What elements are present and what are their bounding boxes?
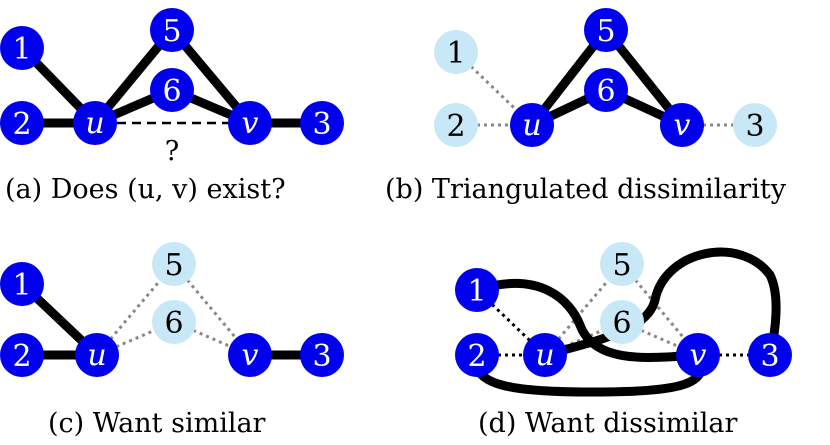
svg-text:3: 3 (312, 107, 331, 142)
svg-text:v: v (690, 338, 707, 373)
node-3: 3 (748, 333, 792, 377)
svg-text:u: u (87, 338, 106, 373)
svg-text:v: v (674, 108, 691, 143)
node-5: 5 (150, 8, 194, 52)
node-v: v (660, 103, 704, 147)
node-6: 6 (600, 300, 644, 344)
node-6: 6 (584, 68, 628, 112)
node-5: 5 (584, 8, 628, 52)
svg-text:u: u (85, 106, 104, 141)
node-1: 1 (0, 262, 44, 306)
svg-text:3: 3 (312, 339, 331, 374)
svg-text:1: 1 (446, 36, 465, 71)
node-2: 2 (434, 103, 478, 147)
svg-text:1: 1 (12, 268, 31, 303)
node-u: u (75, 333, 119, 377)
svg-text:5: 5 (162, 14, 181, 49)
svg-text:3: 3 (745, 109, 764, 144)
node-u: u (73, 101, 117, 145)
svg-text:5: 5 (164, 248, 183, 283)
caption-b: (b) Triangulated dissimilarity (385, 174, 787, 205)
svg-text:2: 2 (467, 339, 486, 374)
node-5: 5 (152, 242, 196, 286)
svg-text:6: 6 (612, 306, 631, 341)
caption-a: (a) Does (u, v) exist? (5, 174, 286, 205)
svg-text:2: 2 (446, 109, 465, 144)
node-5: 5 (600, 242, 644, 286)
panel-c: 1 2 5 6 u v 3 (c) Want similar (0, 242, 344, 439)
caption-c: (c) Want similar (48, 408, 266, 439)
svg-text:2: 2 (12, 107, 31, 142)
node-3: 3 (300, 333, 344, 377)
node-2: 2 (455, 333, 499, 377)
question-mark: ? (165, 136, 179, 167)
node-3: 3 (300, 101, 344, 145)
panel-b: 1 2 5 6 u v 3 (b) Triangulated dissimila… (385, 8, 787, 205)
svg-text:1: 1 (12, 32, 31, 67)
node-u: u (510, 103, 554, 147)
node-1: 1 (455, 268, 499, 312)
svg-text:6: 6 (596, 74, 615, 109)
curve-1-v (475, 279, 699, 362)
svg-text:1: 1 (467, 274, 486, 309)
caption-d: (d) Want dissimilar (478, 408, 737, 439)
svg-text:6: 6 (162, 74, 181, 109)
node-v: v (228, 101, 272, 145)
svg-text:6: 6 (164, 306, 183, 341)
svg-text:5: 5 (612, 248, 631, 283)
svg-text:u: u (522, 108, 541, 143)
node-6: 6 (150, 68, 194, 112)
node-v: v (676, 333, 720, 377)
svg-text:v: v (242, 338, 259, 373)
node-1: 1 (0, 26, 44, 70)
panel-a: ? 1 2 5 6 u v 3 (a) Does (u, v) exist? (0, 8, 344, 205)
svg-text:5: 5 (596, 14, 615, 49)
node-2: 2 (0, 101, 44, 145)
node-2: 2 (0, 333, 44, 377)
svg-text:2: 2 (12, 339, 31, 374)
panel-d: 1 2 5 6 u v 3 (d) Want dissimilar (455, 242, 792, 439)
node-v: v (228, 333, 272, 377)
node-3: 3 (733, 103, 777, 147)
svg-text:3: 3 (760, 339, 779, 374)
node-u: u (523, 333, 567, 377)
node-1: 1 (434, 30, 478, 74)
node-6: 6 (152, 300, 196, 344)
svg-text:v: v (242, 106, 259, 141)
svg-text:u: u (535, 338, 554, 373)
